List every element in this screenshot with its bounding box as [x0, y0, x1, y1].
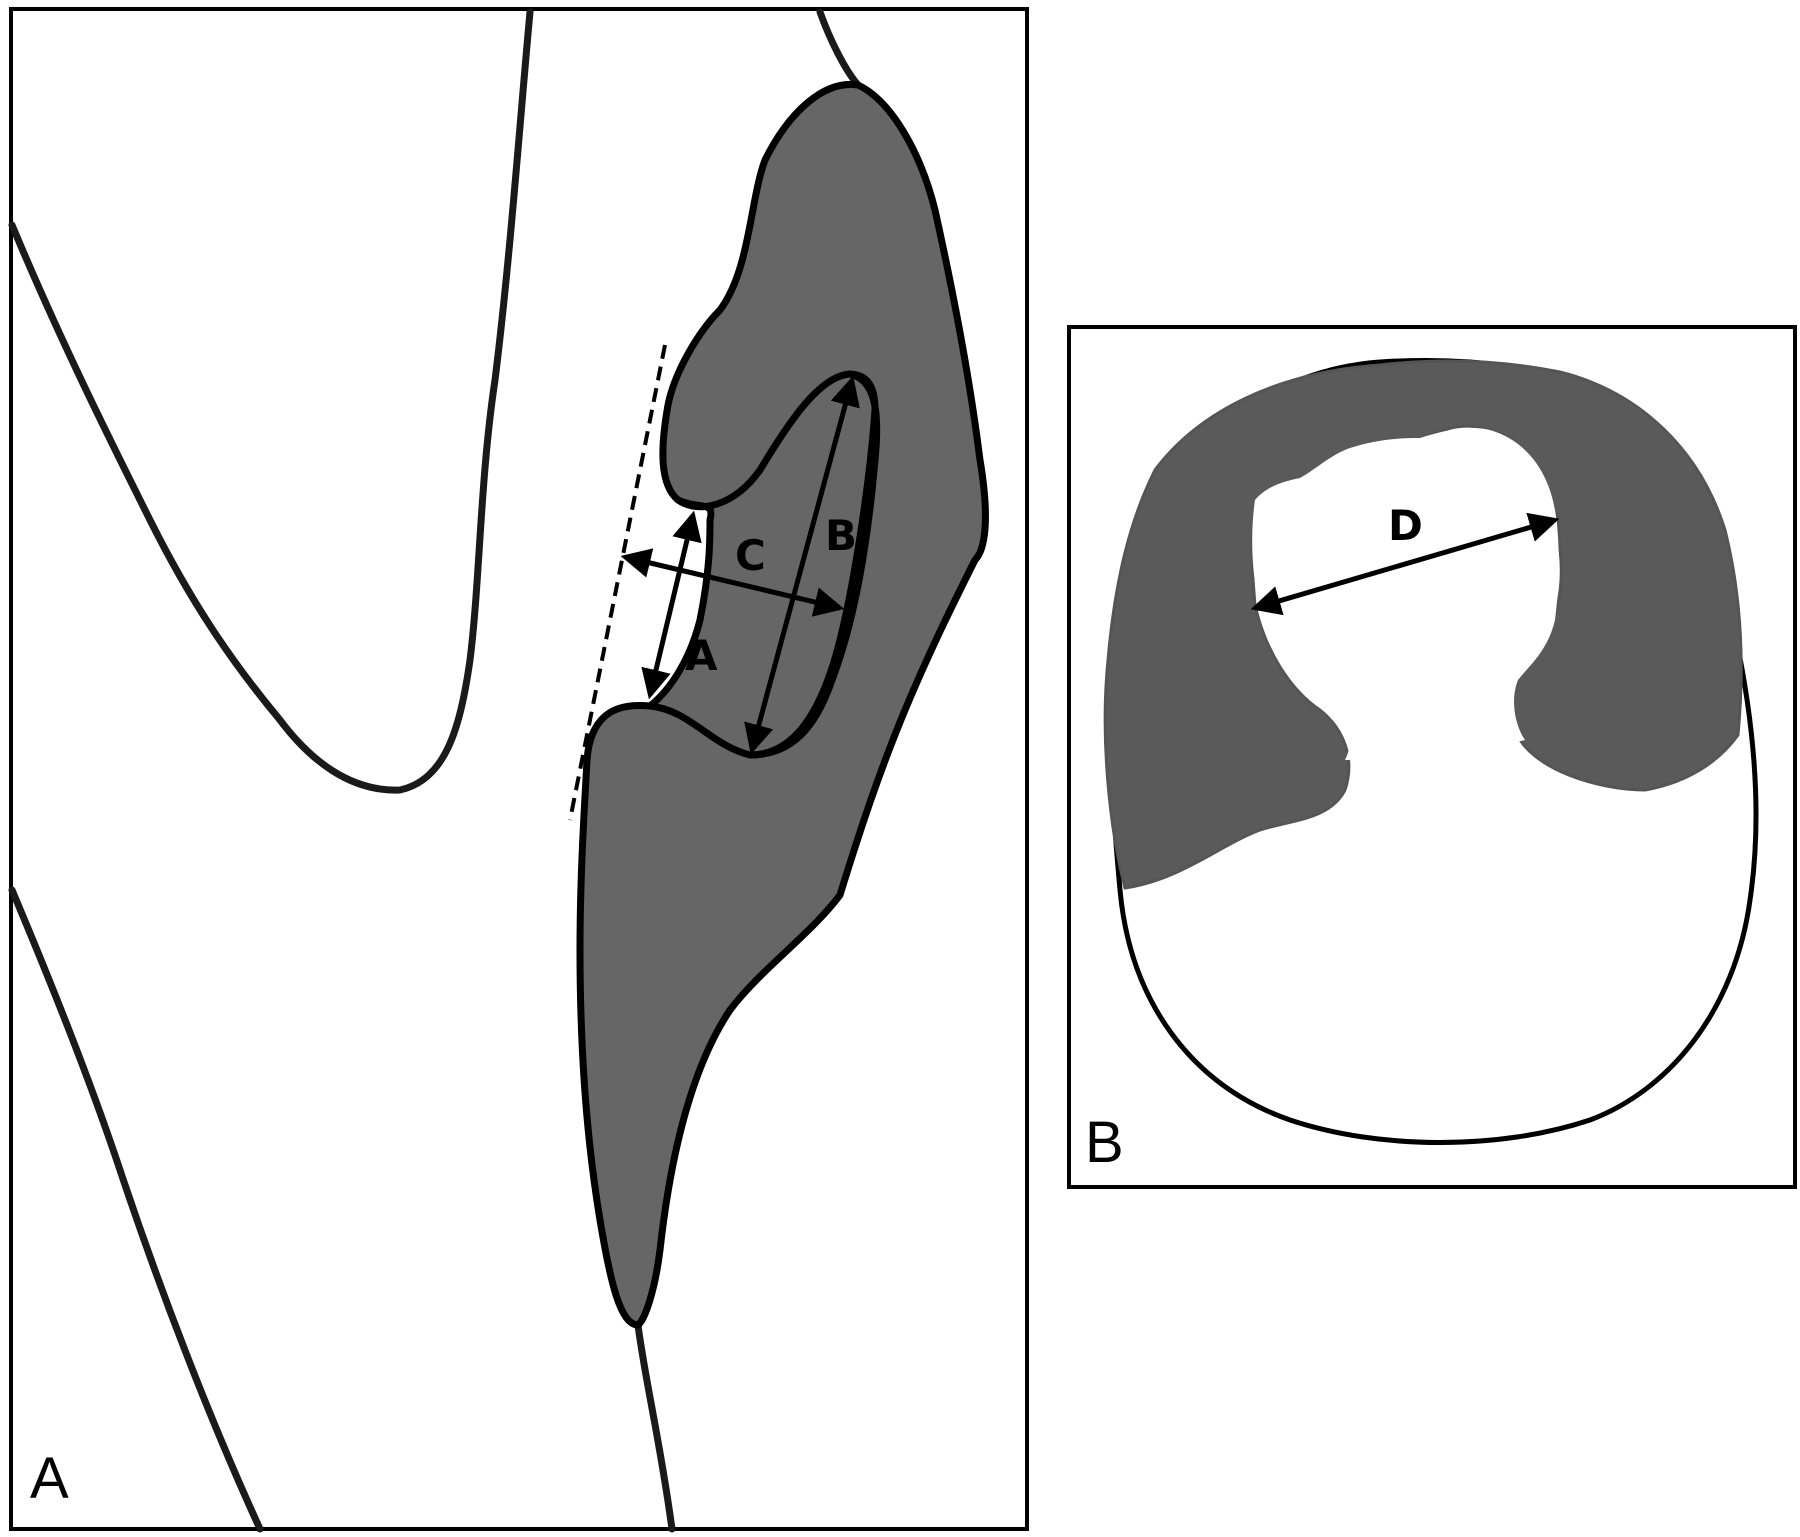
left-bone-outline [8, 8, 534, 794]
measure-a-label: A [685, 631, 718, 680]
measure-d-label: D [1388, 501, 1423, 550]
lower-left-outline [8, 886, 264, 1533]
top-right-outline [816, 8, 862, 89]
panel-b-label: B [1085, 1110, 1124, 1175]
dashed-tangent-line [568, 344, 667, 821]
measure-d-arrow [1250, 512, 1560, 616]
measure-c-label: C [735, 531, 766, 580]
panel-b: D B [1067, 325, 1797, 1189]
panel-a: A B C A [8, 7, 1029, 1533]
bottom-outline [634, 1321, 676, 1533]
measure-b-label: B [825, 511, 857, 560]
panel-a-label: A [30, 1446, 69, 1511]
measure-c-arrow [620, 548, 845, 617]
